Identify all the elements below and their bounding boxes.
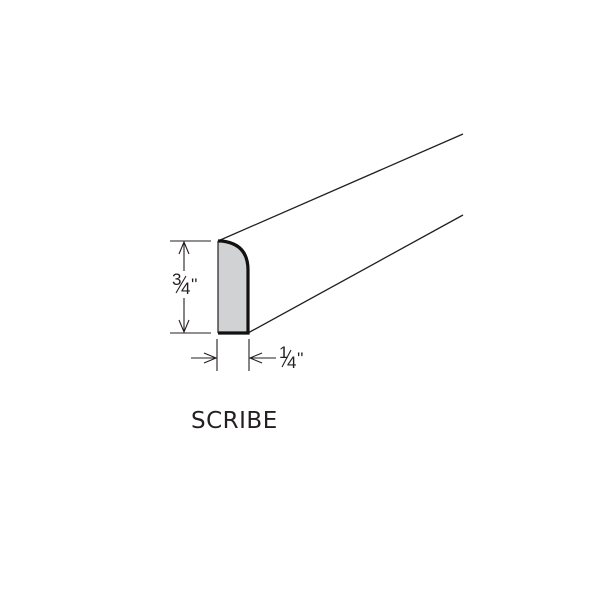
arrow-down-icon (178, 319, 190, 334)
product-title: SCRIBE (191, 408, 278, 434)
height-label-denominator: 4 (181, 279, 190, 298)
height-label-slash (175, 275, 187, 294)
top-edge-line (217, 133, 464, 242)
width-label-inch-mark: '' (297, 349, 304, 368)
height-label: 3 4 '' (172, 270, 198, 298)
height-label-numerator: 3 (172, 270, 181, 289)
profile-cross-section (218, 241, 248, 333)
bottom-edge-line (247, 214, 464, 334)
width-label-numerator: 1 (279, 343, 288, 362)
moulding-body (217, 133, 464, 334)
arrow-left-icon (248, 352, 263, 364)
width-label-slash (281, 349, 292, 368)
profile-outline-thick (218, 239, 250, 335)
height-dimension (170, 240, 211, 334)
arrow-up-icon (178, 240, 190, 255)
width-label: 1 4 '' (279, 343, 304, 372)
width-dimension (191, 339, 276, 371)
width-label-denominator: 4 (287, 353, 296, 372)
height-label-inch-mark: '' (191, 275, 198, 294)
arrow-right-icon (203, 352, 218, 364)
